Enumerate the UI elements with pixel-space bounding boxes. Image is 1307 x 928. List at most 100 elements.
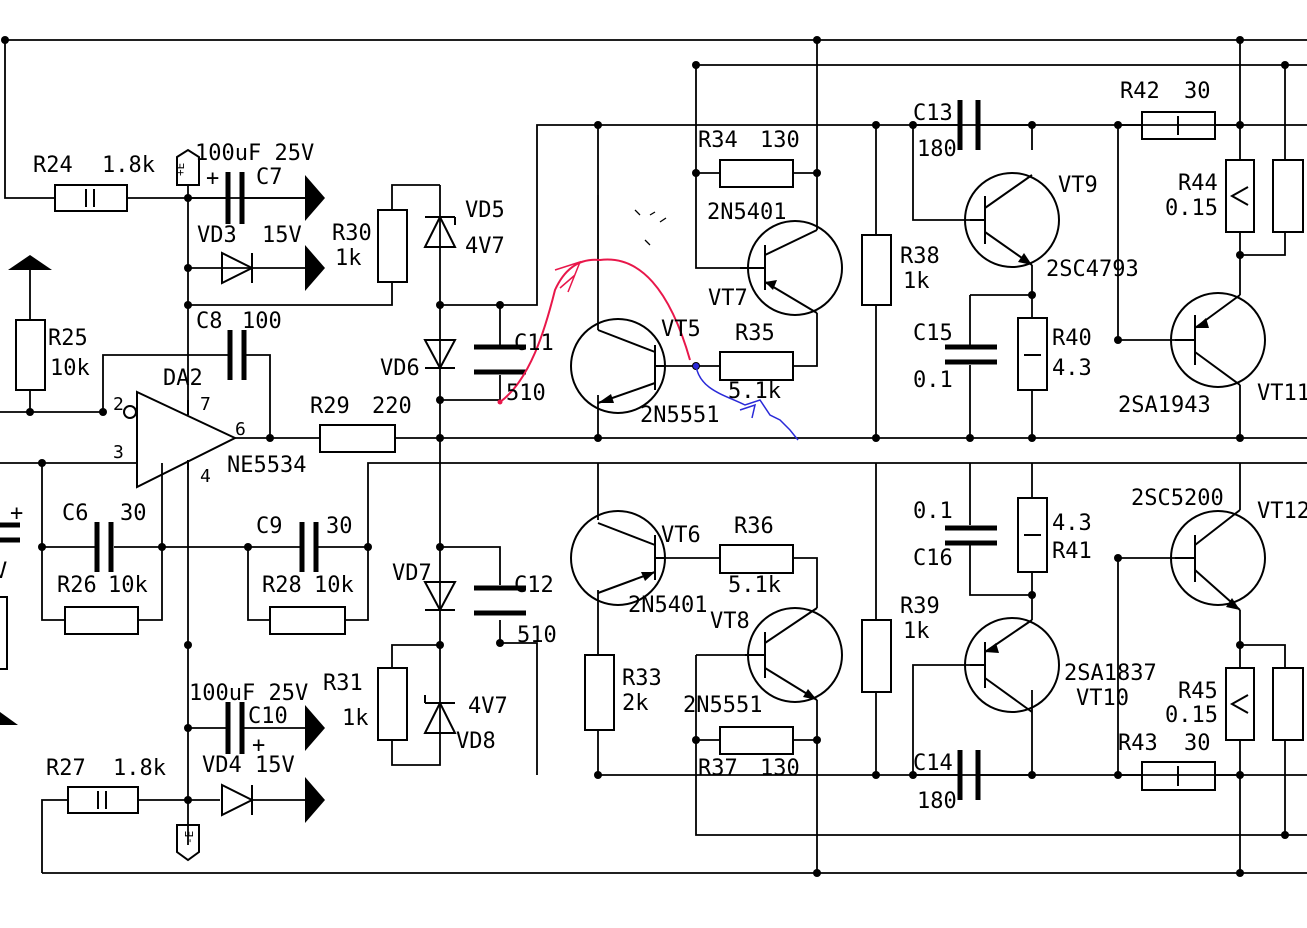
r37-label: R37 xyxy=(698,756,738,781)
vt10-label: VT10 xyxy=(1076,686,1129,711)
c14-value: 180 xyxy=(917,789,957,814)
resistor-left-cut xyxy=(0,596,8,670)
r44-value: 0.15 xyxy=(1165,196,1218,221)
resistor-r25 xyxy=(15,319,46,391)
resistor-r40 xyxy=(1017,317,1048,391)
transistor-vt7 xyxy=(740,220,843,316)
resistor-r34 xyxy=(719,159,794,188)
resistor-r45 xyxy=(1225,667,1255,741)
arrow-c7 xyxy=(305,175,325,221)
vt5-value: 2N5551 xyxy=(640,403,719,428)
arrow-vd4 xyxy=(305,777,325,823)
c13-label: C13 xyxy=(913,101,953,126)
arrow-left-cut xyxy=(0,712,18,725)
r38-value: 1k xyxy=(903,269,930,294)
r38-label: R38 xyxy=(900,244,940,269)
da2-label: DA2 xyxy=(163,366,203,391)
vt12-value: 2SC5200 xyxy=(1131,486,1224,511)
vt7-label: VT7 xyxy=(708,286,748,311)
r37-value: 130 xyxy=(760,756,800,781)
resistor-r33 xyxy=(584,654,615,731)
capacitor-c13 xyxy=(957,100,981,150)
capacitor-c9 xyxy=(299,522,319,572)
r24-value: 1.8k xyxy=(102,153,155,178)
r39-value: 1k xyxy=(903,619,930,644)
r35-value: 5.1k xyxy=(728,379,781,404)
c11-value: 510 xyxy=(506,381,546,406)
resistor-r44 xyxy=(1225,159,1255,233)
c12-label: C12 xyxy=(514,573,554,598)
capacitor-c7 xyxy=(225,172,245,224)
resistor-r35 xyxy=(719,351,794,381)
vt9-label: VT9 xyxy=(1058,173,1098,198)
supply-tag-plus: +E xyxy=(174,148,200,186)
r30-value: 1k xyxy=(335,246,362,271)
diode-vd5 xyxy=(423,214,457,248)
arrow-c10 xyxy=(305,705,325,751)
r27-value: 1.8k xyxy=(113,756,166,781)
c13-value: 180 xyxy=(917,137,957,162)
vt6-label: VT6 xyxy=(661,523,701,548)
resistor-right-bottom xyxy=(1272,667,1304,741)
vd4-value: 15V xyxy=(255,753,295,778)
vt5-label: VT5 xyxy=(661,317,701,342)
diode-vd6 xyxy=(423,339,457,371)
pin-6: 6 xyxy=(235,419,246,440)
pin-4: 4 xyxy=(200,466,211,487)
pin-7: 7 xyxy=(200,394,211,415)
r39-label: R39 xyxy=(900,594,940,619)
r28-value: 10k xyxy=(314,573,354,598)
resistor-r38 xyxy=(861,234,892,306)
resistor-r26 xyxy=(64,606,139,635)
capacitor-left-cut xyxy=(0,522,20,543)
vt11-label: VT11 xyxy=(1257,381,1307,406)
c9-value: 30 xyxy=(326,514,353,539)
diodes xyxy=(221,214,457,817)
vt6-value: 2N5401 xyxy=(628,593,707,618)
r40-value: 4.3 xyxy=(1052,356,1092,381)
r33-value: 2k xyxy=(622,691,649,716)
vd6-label: VD6 xyxy=(380,356,420,381)
vd5-label: VD5 xyxy=(465,198,505,223)
c7-value: 100uF 25V xyxy=(195,141,314,166)
vt8-value: 2N5551 xyxy=(683,693,762,718)
pin-3: 3 xyxy=(113,442,124,463)
capacitor-c14 xyxy=(957,750,981,800)
r31-value: 1k xyxy=(342,706,369,731)
r29-label: R29 xyxy=(310,394,350,419)
vt9-value: 2SC4793 xyxy=(1046,257,1139,282)
c10-plus: + xyxy=(252,733,265,758)
c9-label: C9 xyxy=(256,514,283,539)
r30-label: R30 xyxy=(332,221,372,246)
supply-tag-minus: -E xyxy=(176,824,200,862)
vd8-value: 4V7 xyxy=(468,694,508,719)
c7-plus: + xyxy=(206,166,219,191)
annotation-black-scribble xyxy=(597,195,667,250)
resistor-r43 xyxy=(1141,761,1216,791)
capacitor-c8 xyxy=(227,330,247,380)
r42-label: R42 xyxy=(1120,79,1160,104)
vd3-value: 15V xyxy=(262,223,302,248)
r44-label: R44 xyxy=(1178,171,1218,196)
opamp-da2 xyxy=(123,390,238,489)
capacitor-c16 xyxy=(945,525,997,546)
r26-label: R26 xyxy=(57,573,97,598)
r43-label: R43 xyxy=(1118,731,1158,756)
vt7-value: 2N5401 xyxy=(707,200,786,225)
r33-label: R33 xyxy=(622,666,662,691)
r35-label: R35 xyxy=(735,321,775,346)
pin-2: 2 xyxy=(113,394,124,415)
diode-vd3 xyxy=(221,251,255,285)
capacitor-c6 xyxy=(94,522,114,572)
vd5-value: 4V7 xyxy=(465,234,505,259)
transistor-vt11 xyxy=(1170,292,1266,388)
c16-label: C16 xyxy=(913,546,953,571)
minus-e-label: -E xyxy=(183,831,196,844)
r41-label: R41 xyxy=(1052,539,1092,564)
vt11-value: 2SA1943 xyxy=(1118,393,1211,418)
c16-value: 0.1 xyxy=(913,499,953,524)
vt10-value: 2SA1837 xyxy=(1064,661,1157,686)
resistor-right-top xyxy=(1272,159,1304,233)
vd7-label: VD7 xyxy=(392,561,432,586)
plus-e-label: +E xyxy=(174,163,187,176)
